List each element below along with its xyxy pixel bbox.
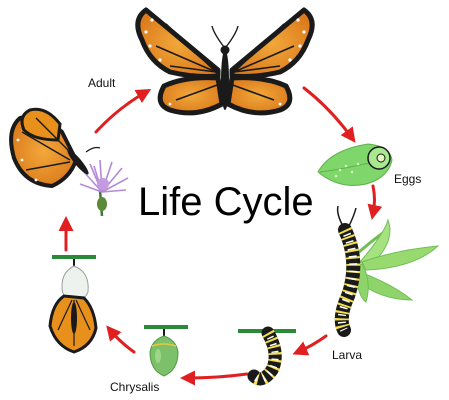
cycle-arrows <box>58 86 383 386</box>
caterpillar-icon <box>334 205 440 337</box>
stage-label-adult: Adult <box>88 76 116 90</box>
arrow-larva-to-larva <box>292 334 328 356</box>
stage-label-chrysalis: Chrysalis <box>110 380 160 394</box>
arrow-flower-to-adult <box>94 89 152 134</box>
emerging-butterfly-icon <box>48 255 98 354</box>
diagram-title: Life Cycle <box>138 180 314 224</box>
arrow-chrysalis-to-emerging <box>106 325 136 354</box>
stage-label-eggs: Eggs <box>394 172 422 186</box>
hanging-caterpillar-icon <box>238 326 296 386</box>
monarch-butterfly-icon <box>135 7 315 116</box>
egg-leaf-icon <box>317 143 393 186</box>
arrow-adult-to-eggs <box>302 86 356 143</box>
arrow-eggs-to-larva <box>367 184 383 220</box>
butterfly-on-flower-icon <box>9 107 129 217</box>
stage-label-larva: Larva <box>332 348 363 362</box>
arrow-larva-to-chrysalis <box>180 370 249 386</box>
chrysalis-icon <box>144 325 188 377</box>
